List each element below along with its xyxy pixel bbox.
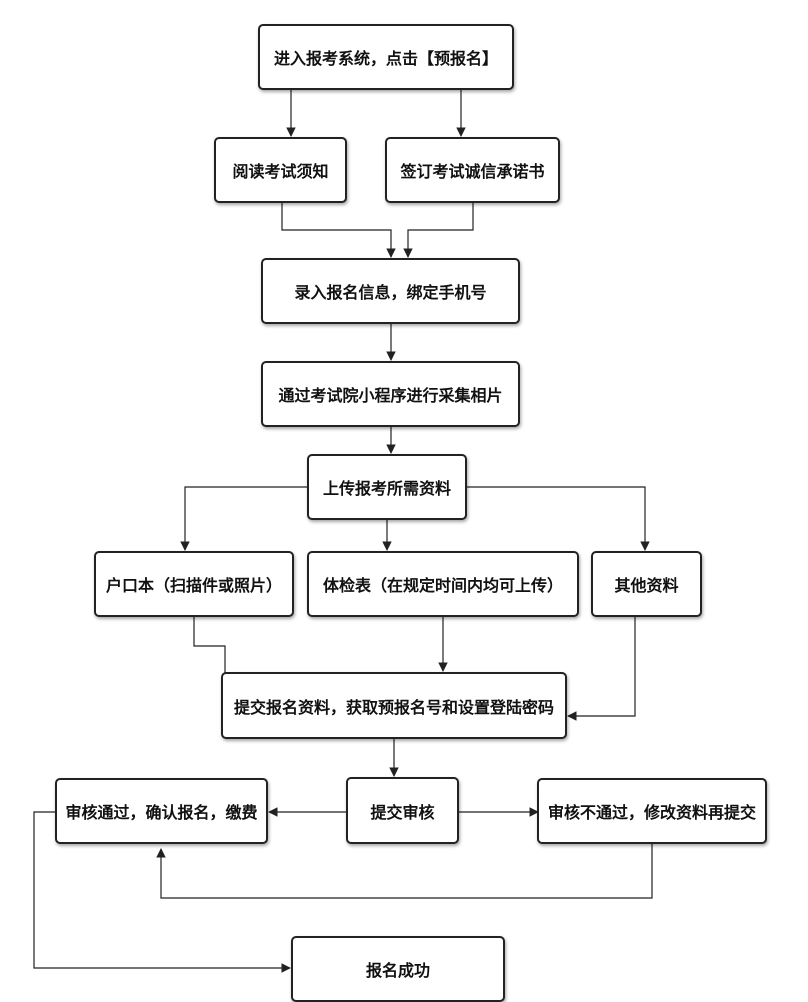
node-review-failed: 审核不通过，修改资料再提交 <box>537 778 767 844</box>
node-upload-materials-label: 上传报考所需资料 <box>322 479 451 498</box>
node-medical-form-label: 体检表（在规定时间内均可上传） <box>322 576 563 595</box>
node-collect-photo: 通过考试院小程序进行采集相片 <box>261 361 520 427</box>
node-hukou: 户口本（扫描件或照片） <box>94 551 294 617</box>
node-submit-review: 提交审核 <box>346 777 459 844</box>
node-submit-materials: 提交报名资料，获取预报名号和设置登陆密码 <box>221 672 567 739</box>
node-upload-materials: 上传报考所需资料 <box>307 454 467 520</box>
arrow-upload-to-other-materials <box>466 486 650 551</box>
node-read-notice: 阅读考试须知 <box>214 137 347 203</box>
flowchart-connectors <box>33 90 653 973</box>
node-success: 报名成功 <box>291 936 505 1002</box>
node-enter-system-label: 进入报考系统，点击【预报名】 <box>273 49 498 68</box>
node-enter-info-label: 录入报名信息，绑定手机号 <box>294 283 487 302</box>
node-hukou-label: 户口本（扫描件或照片） <box>105 576 282 595</box>
node-enter-system: 进入报考系统，点击【预报名】 <box>258 24 514 90</box>
node-sign-integrity-label: 签订考试诚信承诺书 <box>400 162 545 181</box>
node-other-materials-label: 其他资料 <box>614 576 679 595</box>
node-review-passed: 审核通过，确认报名，缴费 <box>55 778 268 844</box>
node-success-label: 报名成功 <box>365 961 430 980</box>
node-enter-info: 录入报名信息，绑定手机号 <box>261 258 520 324</box>
node-other-materials: 其他资料 <box>591 551 702 617</box>
node-submit-review-label: 提交审核 <box>370 802 435 822</box>
arrow-other-materials-to-submit-materials <box>567 616 636 721</box>
arrow-review-passed-to-success <box>33 811 291 973</box>
node-medical-form: 体检表（在规定时间内均可上传） <box>307 551 579 617</box>
arrow-read-notice-to-enter-info <box>281 202 396 258</box>
arrow-sign-integrity-to-enter-info <box>403 202 474 258</box>
node-read-notice-label: 阅读考试须知 <box>232 162 329 181</box>
node-review-passed-label: 审核通过，确认报名，缴费 <box>65 803 258 822</box>
node-submit-materials-label: 提交报名资料，获取预报名号和设置登陆密码 <box>233 697 554 717</box>
arrow-review-failed-back-to-review-passed <box>156 844 653 899</box>
node-sign-integrity: 签订考试诚信承诺书 <box>385 137 560 203</box>
node-collect-photo-label: 通过考试院小程序进行采集相片 <box>278 386 503 405</box>
node-review-failed-label: 审核不通过，修改资料再提交 <box>547 803 756 822</box>
arrow-upload-to-hukou <box>180 486 308 551</box>
